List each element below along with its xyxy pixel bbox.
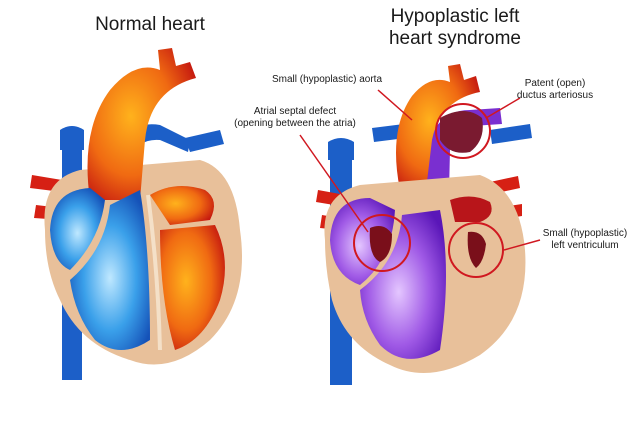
lv-line1: Small (hypoplastic) (542, 228, 628, 239)
label-atrial-septal-defect: Atrial septal defect (opening between th… (220, 106, 370, 130)
normal-heart (30, 48, 242, 380)
normal-left-ventricle (160, 225, 225, 350)
hlhs-lv-highlight (448, 222, 504, 278)
asd-line2: (opening between the atria) (234, 118, 356, 129)
hlhs-left-atrium (450, 196, 492, 222)
normal-right-atrium (50, 188, 105, 270)
hlhs-heart (299, 64, 541, 385)
hlhs-asd-opening (369, 226, 392, 262)
hlhs-ductus-region (440, 111, 483, 153)
pda-line1: Patent (open) (524, 78, 586, 89)
pda-line2: ductus arteriosus (516, 90, 594, 101)
normal-left-atrium (150, 186, 214, 225)
hlhs-title-line1: Hypoplastic left (390, 6, 520, 27)
hlhs-ductus-highlight (435, 103, 491, 159)
pulmonary-artery-right (185, 130, 224, 152)
leader-aorta (377, 89, 413, 121)
hlhs-small-aorta (396, 64, 480, 190)
normal-aorta (87, 48, 196, 200)
hlhs-right-atrium (330, 198, 395, 285)
leader-lv (503, 239, 541, 251)
hlhs-right-ventricle (360, 210, 446, 359)
leader-asd (299, 134, 369, 233)
normal-heart-title: Normal heart (95, 14, 205, 35)
normal-septum (146, 194, 162, 351)
label-small-left-ventricle: Small (hypoplastic) left ventriculum (530, 228, 640, 252)
hlhs-small-left-ventricle (467, 231, 486, 268)
label-patent-ductus: Patent (open) ductus arteriosus (500, 78, 610, 102)
hlhs-vena-cava-top (328, 138, 354, 160)
lv-line2: left ventriculum (551, 240, 619, 251)
leader-pda (485, 97, 521, 119)
hlhs-asd-highlight (353, 214, 411, 272)
asd-line1: Atrial septal defect (253, 106, 337, 117)
vena-cava-top (60, 126, 84, 150)
normal-right-ventricle (70, 190, 150, 350)
label-small-aorta: Small (hypoplastic) aorta (271, 74, 383, 85)
hlhs-title-line2: heart syndrome (388, 28, 521, 49)
hlhs-title: Hypoplastic left heart syndrome (360, 6, 550, 50)
